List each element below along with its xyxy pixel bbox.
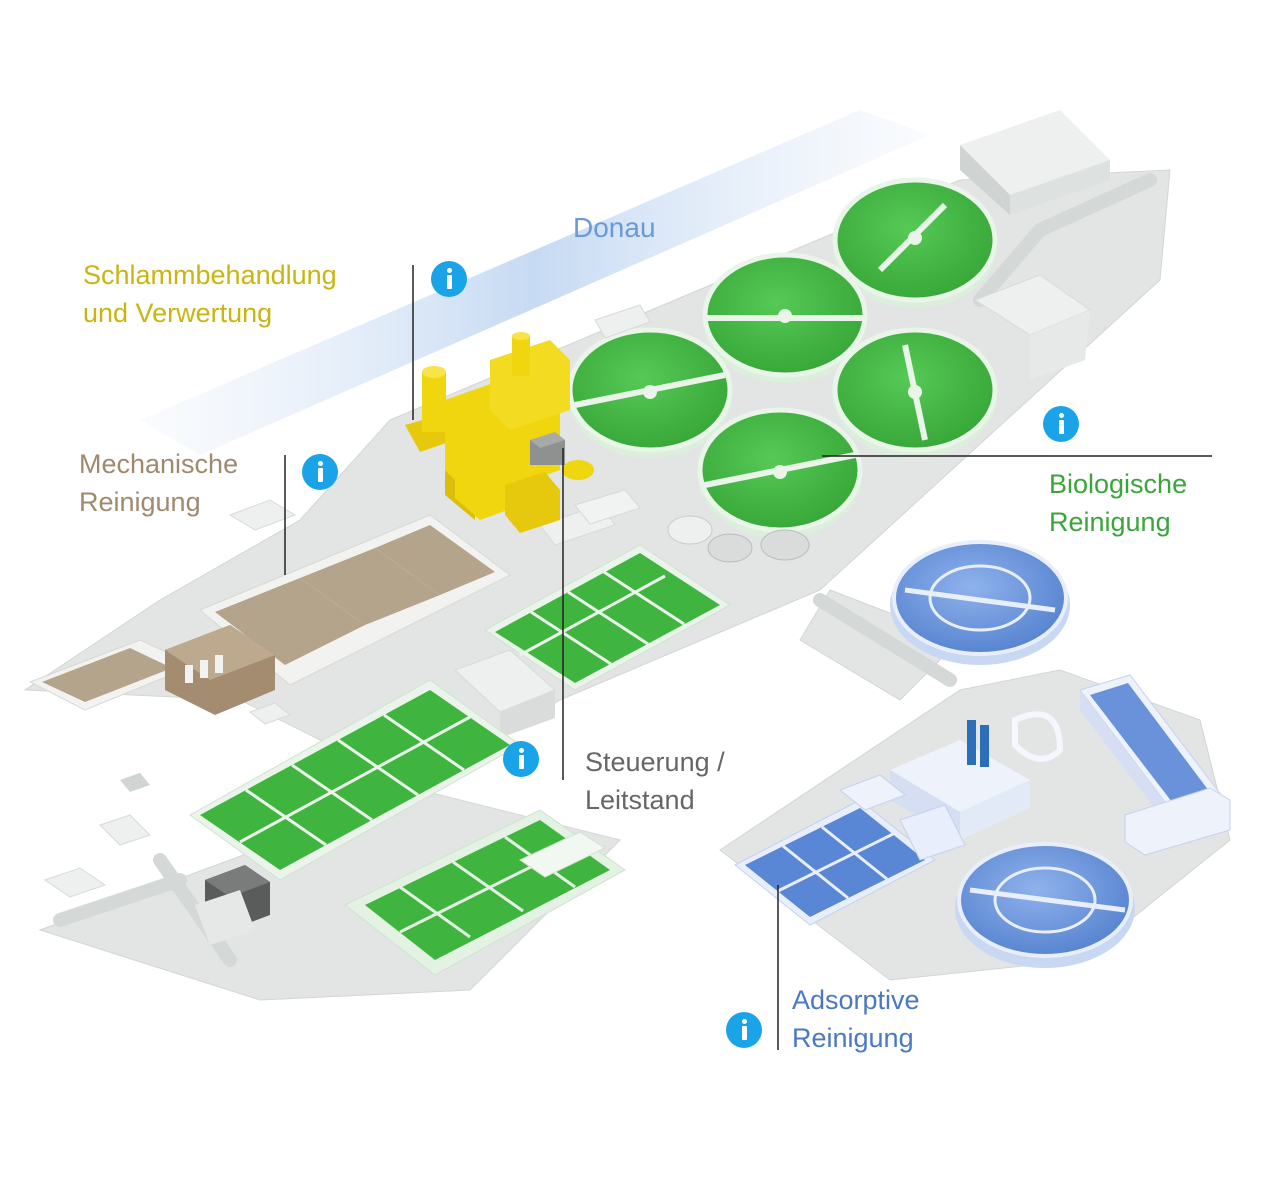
clarifier-4	[567, 327, 733, 458]
info-icon-sludge[interactable]	[431, 261, 467, 297]
mechanical-basins	[28, 514, 511, 715]
adsorptive-long-building	[1079, 674, 1231, 856]
adsorptive-clarifier-top	[890, 540, 1070, 665]
adsorptive-filter-basins	[734, 799, 936, 926]
river-name: Donau	[573, 212, 656, 243]
adsorptive-stage	[734, 540, 1231, 968]
clarifier-3	[832, 327, 998, 458]
clarifier-2	[702, 252, 868, 383]
clarifier-5	[697, 407, 863, 538]
sludge-label-line1: Schlammbehandlung	[83, 260, 337, 290]
sludge-buildings	[405, 332, 594, 533]
adsorptive-main-building	[839, 720, 1030, 861]
site-roads	[53, 173, 1157, 967]
dark-building	[195, 865, 270, 945]
river-donau	[140, 110, 930, 455]
mechanical-treatment-label: Mechanische Reinigung	[79, 445, 238, 521]
small-structures	[43, 274, 1092, 898]
info-icon-control[interactable]	[503, 741, 539, 777]
biological-clarifiers	[567, 177, 998, 538]
info-icon-mechanical[interactable]	[302, 454, 338, 490]
adsorptive-label-line2: Reinigung	[792, 1023, 914, 1053]
sludge-treatment-label: Schlammbehandlung und Verwertung	[83, 256, 337, 332]
mechanical-label-line2: Reinigung	[79, 487, 201, 517]
clarifier-1	[832, 177, 998, 308]
biological-label-line2: Reinigung	[1049, 507, 1171, 537]
control-label-line1: Steuerung /	[585, 747, 725, 777]
leader-lines	[284, 265, 1212, 1050]
adsorptive-treatment-label: Adsorptive Reinigung	[792, 981, 920, 1057]
adsorptive-clarifier-bottom	[955, 842, 1135, 968]
adsorptive-label-line1: Adsorptive	[792, 985, 920, 1015]
river-label: Donau	[573, 212, 656, 244]
biological-treatment-label: Biologische Reinigung	[1049, 465, 1187, 541]
building-top-right	[960, 110, 1110, 215]
sludge-label-line2: und Verwertung	[83, 298, 273, 328]
biological-label-line1: Biologische	[1049, 469, 1188, 499]
info-icon-adsorptive[interactable]	[726, 1012, 762, 1048]
control-label-line2: Leitstand	[585, 785, 695, 815]
mechanical-label-line1: Mechanische	[79, 449, 239, 479]
info-icon-biological[interactable]	[1043, 406, 1079, 442]
control-center-label: Steuerung / Leitstand	[585, 743, 725, 819]
aeration-basins	[189, 544, 731, 976]
